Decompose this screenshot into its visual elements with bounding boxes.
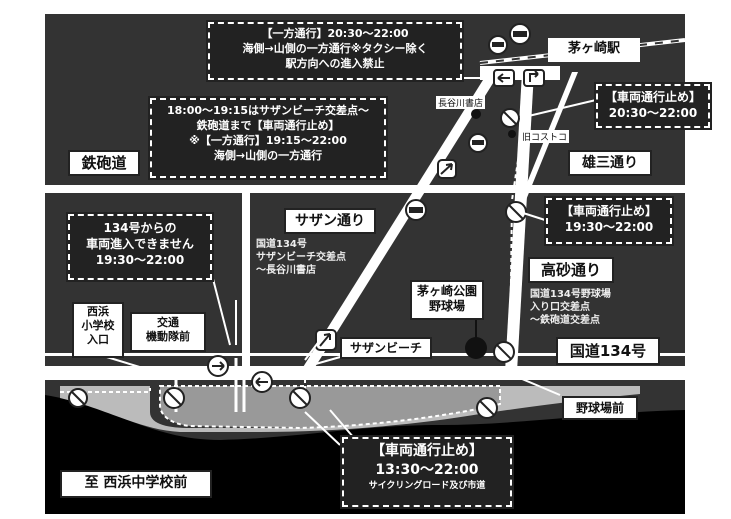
notice-closed-1930: 【車両通行止め】19:30〜22:00: [544, 196, 674, 246]
road-label-southern: サザン通り: [284, 208, 376, 234]
road-label-yuzo: 雄三通り: [568, 150, 652, 176]
place-hasegawa: 長谷川書店: [436, 96, 486, 109]
station-label: 茅ヶ崎駅: [548, 38, 640, 62]
no-vehicle-icon: [493, 341, 515, 363]
one-way-arrow-icon: [315, 329, 337, 351]
note-takasago-section: 国道134号野球場入り口交差点〜鉄砲道交差点: [530, 289, 611, 326]
no-vehicle-icon: [68, 388, 88, 408]
no-entry-icon: [405, 199, 427, 221]
road-label-teppo: 鉄砲道: [68, 150, 140, 176]
place-kyu-costco: 旧コストコ: [520, 130, 570, 143]
place-nishihama-school: 西浜小学校入口: [72, 302, 124, 358]
place-southern-beach: サザンビーチ: [340, 337, 432, 359]
poi-hasegawa-dot: [471, 109, 481, 119]
one-way-arrow-icon: [207, 355, 229, 377]
stadium-dot: [465, 337, 487, 359]
note-southern-section: 国道134号サザンビーチ交差点〜長谷川書店: [256, 239, 346, 276]
no-entry-icon: [509, 23, 531, 45]
road-label-kokudo: 国道134号: [556, 337, 660, 365]
place-nishihama-jhs: 至 西浜中学校前: [60, 470, 212, 498]
no-vehicle-icon: [476, 397, 498, 419]
road-teppo: [45, 185, 685, 193]
no-vehicle-icon: [289, 387, 311, 409]
one-way-arrow-icon: [437, 159, 457, 179]
road-label-takasago: 高砂通り: [528, 257, 614, 283]
no-entry-icon: [488, 35, 508, 55]
cycling-road-area: [60, 386, 640, 432]
one-way-arrow-icon: [493, 69, 515, 87]
one-way-arrow-icon: [251, 371, 273, 393]
one-way-arrow-icon: [523, 69, 545, 87]
place-yakyujo-mae: 野球場前: [562, 396, 638, 420]
notice-southern-rules: 18:00〜19:15はサザンビーチ交差点〜鉄砲道まで【車両通行止め】※【一方通…: [148, 96, 388, 180]
notice-closed-2030: 【車両通行止め】20:30〜22:00: [594, 82, 712, 130]
no-entry-icon: [468, 133, 488, 153]
road-134: [45, 366, 685, 380]
no-vehicle-icon: [163, 387, 185, 409]
no-vehicle-icon: [505, 201, 527, 223]
place-park-stadium: 茅ヶ崎公園野球場: [410, 280, 484, 320]
poi-costco-dot: [508, 130, 516, 138]
place-kotsu-kidotai: 交通機動隊前: [130, 312, 206, 352]
no-vehicle-icon: [500, 108, 520, 128]
